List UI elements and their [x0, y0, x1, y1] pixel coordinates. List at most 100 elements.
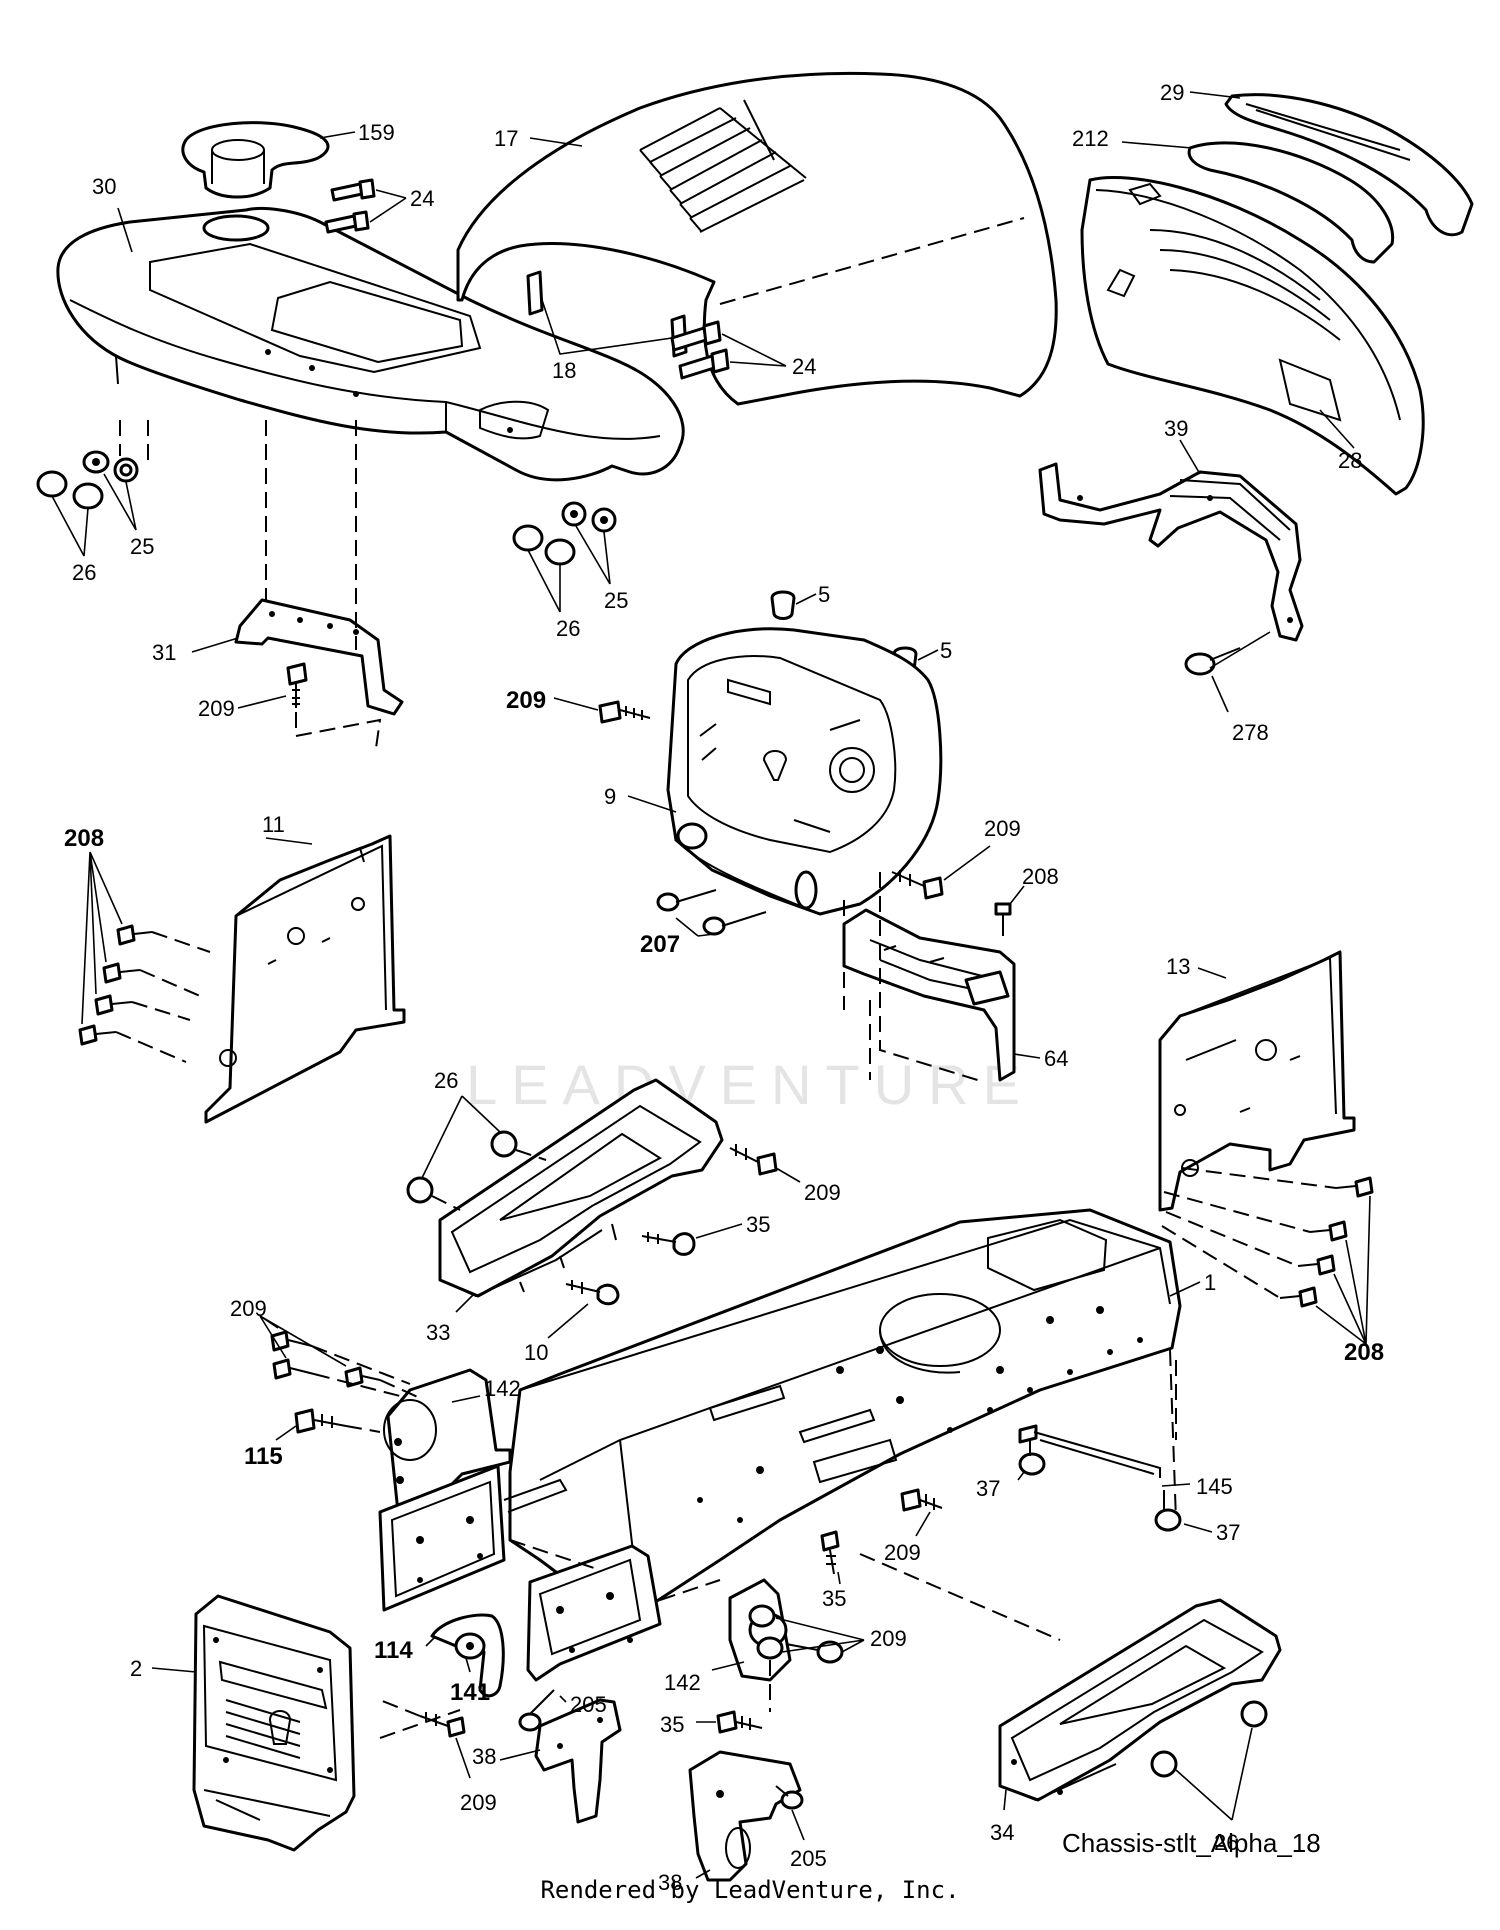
part-209-bolt-dash-right [891, 845, 991, 900]
part-34-footrest-right [859, 1553, 1282, 1811]
part-35-bolt-frame [820, 1530, 841, 1585]
callout-38-left: 38 [472, 1744, 496, 1769]
callout-209-frame: 209 [884, 1540, 921, 1565]
callout-25-left: 25 [130, 534, 154, 559]
part-145-link-rod [1018, 1424, 1191, 1487]
callout-13: 13 [1166, 954, 1190, 979]
callout-159: 159 [358, 120, 395, 145]
callout-35-lower: 35 [660, 1712, 684, 1737]
callout-209-dash-left: 209 [506, 687, 546, 714]
part-37-nut-upper [1017, 1440, 1046, 1481]
part-208-bolts-left [78, 851, 211, 1063]
callout-208-center: 208 [1022, 864, 1059, 889]
part-24-bolts-upper [324, 178, 407, 234]
callout-10: 10 [524, 1340, 548, 1365]
callout-64: 64 [1044, 1046, 1068, 1071]
part-208-bolts-right [1161, 1167, 1374, 1345]
part-35-bolt-lower [696, 1710, 763, 1734]
callout-39: 39 [1164, 416, 1188, 441]
callout-35-frame: 35 [822, 1586, 846, 1611]
callout-205-left: 205 [570, 1692, 607, 1717]
callout-142-lower: 142 [664, 1670, 701, 1695]
part-17-hood [456, 71, 1058, 406]
callout-208-left: 208 [64, 825, 104, 852]
part-2-front-bracket [151, 1594, 356, 1852]
callout-209-dash-right: 209 [984, 816, 1021, 841]
part-64-dash-bracket [842, 872, 1041, 1083]
part-33-footrest-left [438, 1078, 724, 1313]
callout-212: 212 [1072, 126, 1109, 151]
part-35-bolt-footrest [641, 1223, 743, 1256]
part-26-nuts-right [1150, 1700, 1268, 1821]
callout-205-lower: 205 [790, 1846, 827, 1871]
part-38-brake-bracket-left [499, 1698, 622, 1824]
callout-30: 30 [92, 174, 116, 199]
diagram-name: Chassis-stlt_Alpha_18 [1062, 1828, 1321, 1858]
callout-24-upper: 24 [410, 186, 434, 211]
callout-35-footrest: 35 [746, 1212, 770, 1237]
callout-31: 31 [152, 640, 176, 665]
part-38-brake-bracket-right [688, 1750, 802, 1882]
callout-25-right: 25 [604, 588, 628, 613]
part-10-bolt-footrest [547, 1280, 620, 1339]
part-37-nut-lower [1154, 1490, 1213, 1533]
part-front-mount-plate [378, 1464, 568, 1612]
part-13-side-panel-right [1158, 950, 1356, 1212]
part-24-bolts-lower [670, 320, 787, 380]
part-31-bracket [191, 420, 404, 716]
callout-1: 1 [1204, 1270, 1216, 1295]
callout-5-right: 5 [940, 638, 952, 663]
callout-142-upper: 142 [484, 1376, 521, 1401]
part-205-bolt-left [518, 1689, 567, 1732]
callout-5-left: 5 [818, 582, 830, 607]
callout-33: 33 [426, 1320, 450, 1345]
footer-credit: Rendered by LeadVenture, Inc. [540, 1876, 960, 1904]
part-209-bolt-footrest [729, 1144, 801, 1183]
callout-278: 278 [1232, 720, 1269, 745]
callout-2: 2 [130, 1656, 142, 1681]
part-209-bolt-dash-left [553, 697, 651, 724]
callout-28: 28 [1338, 448, 1362, 473]
part-208-bolt-center [994, 885, 1025, 936]
part-lower-mount-plate [526, 1544, 662, 1682]
callout-115: 115 [244, 1443, 283, 1470]
callout-26-left: 26 [72, 560, 96, 585]
part-212-grille-insert [1121, 141, 1395, 264]
part-29-grille-trim [1189, 91, 1474, 237]
part-25-26-hardware-left [36, 420, 149, 557]
callout-209-lower-center: 209 [870, 1626, 907, 1651]
part-30-fender [56, 207, 685, 482]
part-159-cup-holder [181, 121, 356, 199]
callout-209-upper-left: 209 [230, 1296, 267, 1321]
callout-labels: 159 17 29 212 30 24 18 28 24 39 26 25 26… [64, 80, 1384, 1895]
part-209-bolt-lower-left [379, 1699, 471, 1779]
part-209-bolt-frame [900, 1488, 943, 1537]
callout-11: 11 [262, 812, 285, 837]
callout-38-right: 38 [658, 1870, 682, 1895]
part-11-side-panel-left [204, 834, 406, 1124]
part-142-bracket-lower [711, 1578, 792, 1682]
part-25-26-hardware-right [512, 501, 617, 613]
callout-26-right: 26 [556, 616, 580, 641]
callout-26-right-footrest: 26 [1214, 1830, 1238, 1855]
callout-114: 114 [374, 1637, 413, 1664]
callout-34: 34 [990, 1820, 1014, 1845]
callout-26-footrest: 26 [434, 1068, 458, 1093]
part-205-bolt-lower [775, 1785, 805, 1841]
part-209-bolts-upper-left [259, 1315, 421, 1399]
callout-145: 145 [1196, 1474, 1233, 1499]
part-115-bolt [275, 1408, 381, 1441]
callout-29: 29 [1160, 80, 1184, 105]
callout-9: 9 [604, 784, 616, 809]
part-28-grille [1080, 176, 1425, 496]
callout-17: 17 [494, 126, 518, 151]
callout-141: 141 [450, 1679, 490, 1706]
callout-18: 18 [552, 358, 576, 383]
callout-37-upper: 37 [976, 1476, 1000, 1501]
callout-208-right: 208 [1344, 1339, 1384, 1366]
callout-24-lower: 24 [792, 354, 816, 379]
callout-209-lower-left: 209 [460, 1790, 497, 1815]
part-26-nuts-footrest [406, 1095, 547, 1211]
callout-209-footrest: 209 [804, 1180, 841, 1205]
